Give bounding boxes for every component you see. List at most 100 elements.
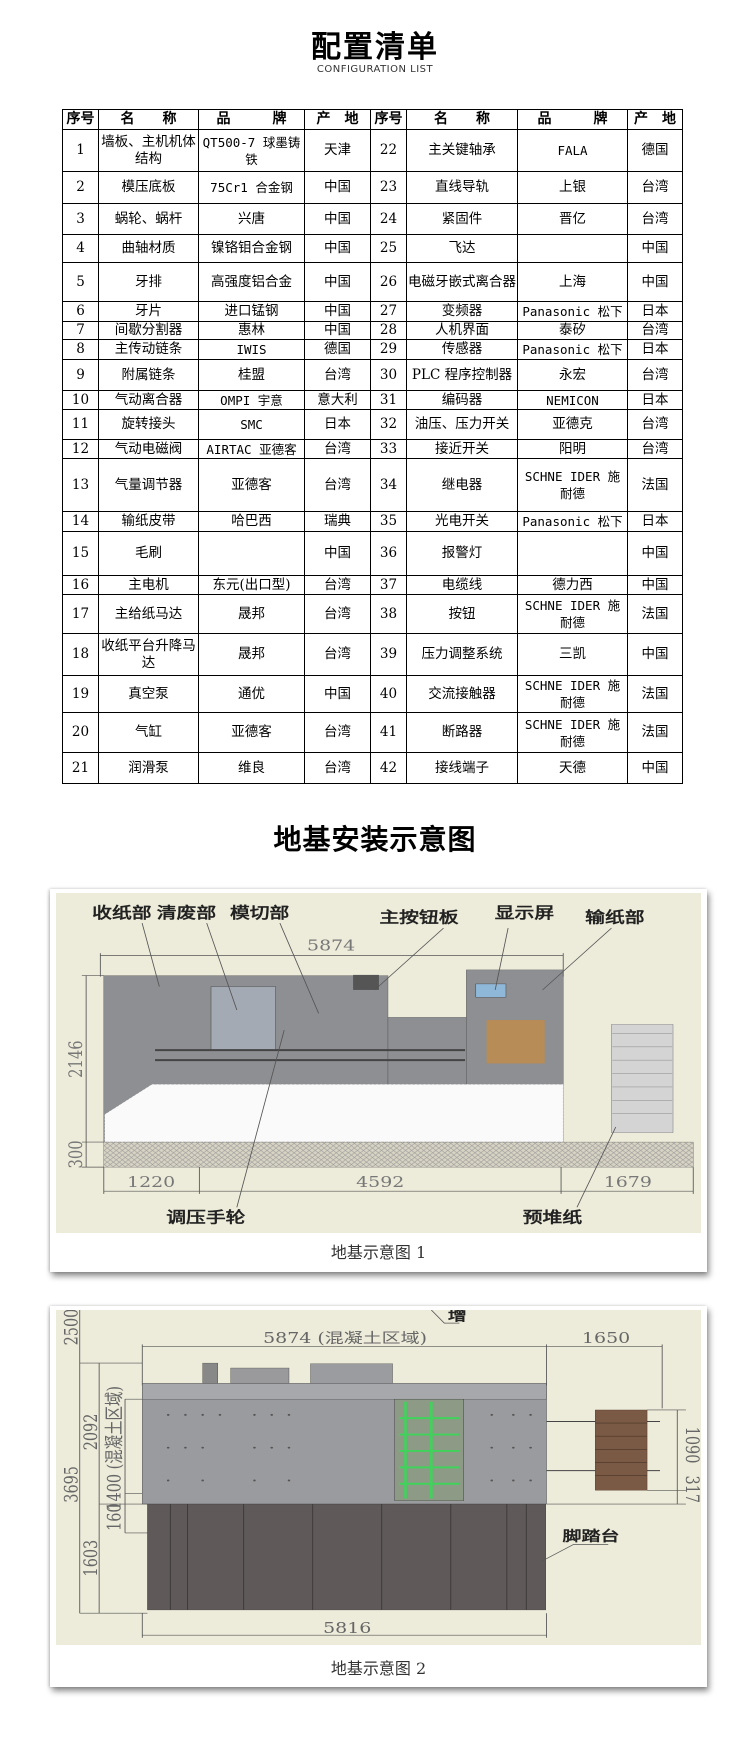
item-number: 5 — [62, 262, 99, 302]
button-panel — [353, 974, 379, 990]
item-number: 8 — [62, 339, 99, 360]
label-feeder: 输纸部 — [585, 908, 645, 927]
item-number: 18 — [62, 633, 99, 676]
item-number: 23 — [370, 171, 407, 204]
column-header: 序号 — [370, 109, 407, 130]
item-number: 10 — [62, 390, 99, 410]
item-name: 毛刷 — [98, 531, 199, 576]
item-number: 19 — [62, 675, 99, 713]
item-name: 收纸平台升降马达 — [98, 633, 199, 676]
column-header: 品 牌 — [198, 109, 305, 130]
dim-height: 2146 — [64, 1040, 86, 1077]
item-origin: 台湾 — [304, 439, 371, 459]
item-brand: 惠林 — [198, 321, 305, 340]
foundation-outline — [104, 1084, 564, 1143]
dim-317: 317 — [681, 1476, 701, 1504]
item-number: 31 — [370, 390, 407, 410]
item-brand: 桂盟 — [198, 359, 305, 391]
item-origin: 日本 — [627, 511, 683, 532]
item-origin: 台湾 — [627, 409, 683, 440]
item-number: 30 — [370, 359, 407, 391]
foundation-diagram-2: 5874 (混凝土区域) 1650 5816 2500 2092 3695 14… — [56, 1310, 701, 1645]
paper-pallet — [595, 1409, 648, 1491]
item-origin: 中国 — [304, 171, 371, 204]
item-origin: 日本 — [627, 339, 683, 360]
item-name: 主关键轴承 — [406, 129, 518, 172]
dim-160: 160 — [103, 1503, 126, 1531]
item-origin: 天津 — [304, 129, 371, 172]
item-number: 26 — [370, 262, 407, 302]
figure-1-caption: 地基示意图 1 — [330, 1243, 427, 1262]
item-origin: 法国 — [627, 594, 683, 634]
item-name: 按钮 — [406, 594, 518, 634]
item-origin: 日本 — [627, 390, 683, 410]
item-origin: 瑞典 — [304, 511, 371, 532]
item-origin: 中国 — [304, 321, 371, 340]
item-number: 15 — [62, 531, 99, 576]
item-name: 编码器 — [406, 390, 518, 410]
item-name: 油压、压力开关 — [406, 409, 518, 440]
item-name: 墙板、主机机体结构 — [98, 129, 199, 172]
stripping-window — [210, 986, 276, 1051]
item-brand: 哈巴西 — [198, 511, 305, 532]
item-brand: 镍铬钼合金钢 — [198, 234, 305, 263]
item-origin: 中国 — [627, 633, 683, 676]
item-number: 4 — [62, 234, 99, 263]
item-name: 模压底板 — [98, 171, 199, 204]
item-name: 断路器 — [406, 712, 518, 753]
item-number: 39 — [370, 633, 407, 676]
item-number: 40 — [370, 675, 407, 713]
item-brand: 进口锰钢 — [198, 301, 305, 322]
item-origin: 法国 — [627, 458, 683, 512]
item-name: 润滑泵 — [98, 752, 199, 784]
item-number: 11 — [62, 409, 99, 440]
item-origin: 中国 — [304, 203, 371, 235]
item-origin: 中国 — [304, 262, 371, 302]
label-button-panel: 主按钮板 — [379, 908, 458, 927]
item-number: 20 — [62, 712, 99, 753]
item-origin: 中国 — [627, 752, 683, 784]
item-brand: 通优 — [198, 675, 305, 713]
item-origin: 台湾 — [627, 203, 683, 235]
item-brand: 维良 — [198, 752, 305, 784]
dim-2092: 2092 — [79, 1414, 102, 1451]
column-header: 产 地 — [627, 109, 683, 130]
item-origin: 中国 — [627, 531, 683, 576]
item-name: 气量调节器 — [98, 458, 199, 512]
item-name: 变频器 — [406, 301, 518, 322]
item-origin: 台湾 — [627, 359, 683, 391]
item-brand — [517, 531, 628, 576]
label-top-partial: 增 — [448, 1310, 467, 1324]
item-name: PLC 程序控制器 — [406, 359, 518, 391]
item-name: 光电开关 — [406, 511, 518, 532]
item-number: 36 — [370, 531, 407, 576]
item-origin: 法国 — [627, 712, 683, 753]
item-origin: 台湾 — [304, 712, 371, 753]
column-header: 产 地 — [304, 109, 371, 130]
item-number: 13 — [62, 458, 99, 512]
dim-base: 300 — [64, 1140, 86, 1168]
item-origin: 中国 — [304, 234, 371, 263]
guard-rail — [155, 1049, 466, 1062]
label-prestack: 预堆纸 — [523, 1208, 583, 1227]
item-name: 继电器 — [406, 458, 518, 512]
item-origin: 中国 — [627, 234, 683, 263]
paper-stack — [611, 1024, 674, 1133]
item-brand: 德力西 — [517, 575, 628, 595]
item-brand: AIRTAC 亚德客 — [198, 439, 305, 459]
item-name: 附属链条 — [98, 359, 199, 391]
item-brand: 东元(出口型) — [198, 575, 305, 595]
